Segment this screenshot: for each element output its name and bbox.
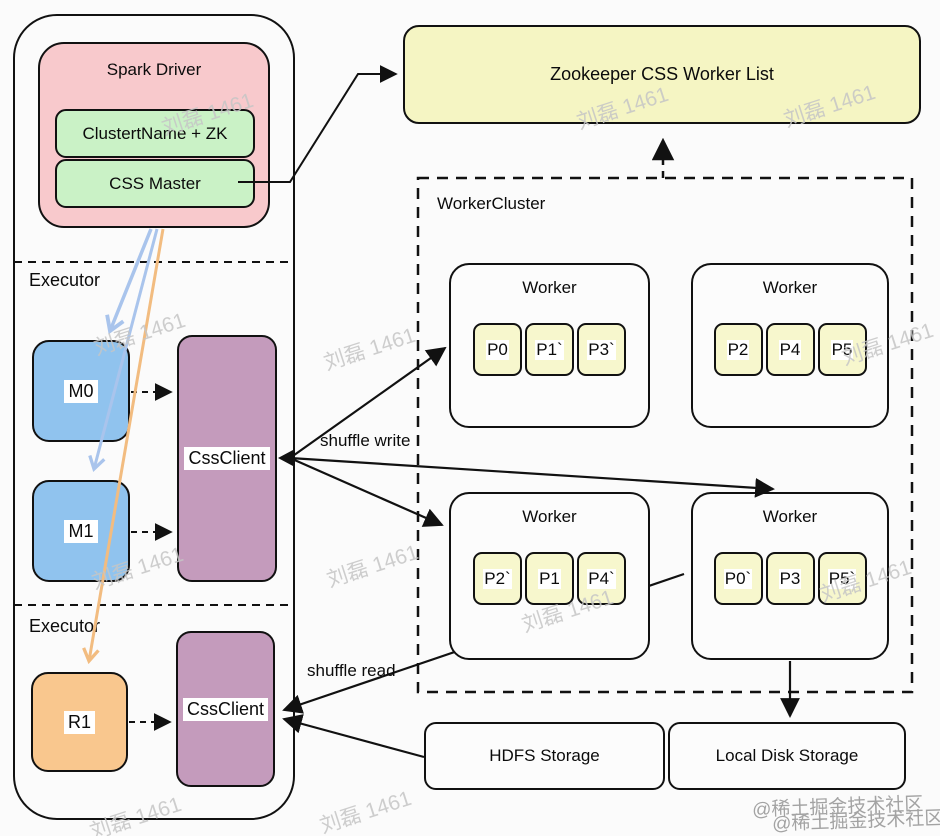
hdfs-storage-box: HDFS Storage bbox=[424, 722, 665, 790]
local-disk-storage-box: Local Disk Storage bbox=[668, 722, 906, 790]
spark-driver-title: Spark Driver bbox=[106, 60, 202, 79]
worker-4-title: Worker bbox=[762, 507, 818, 526]
partition-p2-replica: P2` bbox=[473, 552, 522, 605]
shuffle-write-arrow-worker4 bbox=[289, 456, 775, 498]
css-client-2: CssClient bbox=[176, 631, 275, 787]
community-credit: @稀土掘金技术社区 bbox=[771, 808, 940, 835]
shuffle-read-label: shuffle read bbox=[307, 661, 396, 680]
task-m0-label: M0 bbox=[64, 379, 98, 403]
task-r1: R1 bbox=[31, 672, 128, 772]
css-client-1: CssClient bbox=[177, 335, 277, 582]
shuffle-read-arrow-from-hdfs bbox=[282, 714, 425, 759]
task-m1-label: M1 bbox=[64, 519, 98, 543]
executor-1-label: Executor bbox=[29, 270, 101, 290]
worker-2-title: Worker bbox=[762, 278, 818, 297]
partition-p3-replica: P3` bbox=[577, 323, 626, 376]
partition-p0: P0 bbox=[473, 323, 522, 376]
css-client-1-label: CssClient bbox=[184, 447, 270, 470]
worker-cluster-label: WorkerCluster bbox=[437, 194, 546, 213]
watermark: 刘磊 1461 bbox=[324, 540, 422, 592]
partition-p1-replica: P1` bbox=[525, 323, 574, 376]
partition-p0-replica: P0` bbox=[713, 552, 763, 605]
executor-2-label: Executor bbox=[29, 616, 101, 636]
css-client-2-label: CssClient bbox=[182, 697, 269, 721]
watermark: 刘磊 1461 bbox=[321, 323, 419, 375]
partition-p2: P2 bbox=[713, 323, 763, 376]
shuffle-write-label: shuffle write bbox=[320, 431, 411, 450]
worker-3: Worker P2` P1 P4` bbox=[449, 492, 650, 660]
watermark: 刘磊 1461 bbox=[317, 786, 415, 836]
worker-1-title: Worker bbox=[522, 278, 577, 297]
clustername-zk-box: ClustertName + ZK bbox=[55, 109, 255, 158]
zookeeper-worker-list-box: Zookeeper CSS Worker List bbox=[403, 25, 921, 124]
worker-3-title: Worker bbox=[522, 507, 577, 526]
worker-1: Worker P0 P1` P3` bbox=[449, 263, 650, 428]
task-r1-label: R1 bbox=[63, 710, 95, 734]
css-master-box: CSS Master bbox=[55, 159, 255, 208]
partition-p4: P4 bbox=[765, 323, 815, 376]
partition-p3: P3 bbox=[765, 552, 815, 605]
shuffle-write-arrow-worker3 bbox=[289, 456, 444, 527]
spark-driver-box: Spark Driver ClustertName + ZK CSS Maste… bbox=[38, 42, 270, 228]
